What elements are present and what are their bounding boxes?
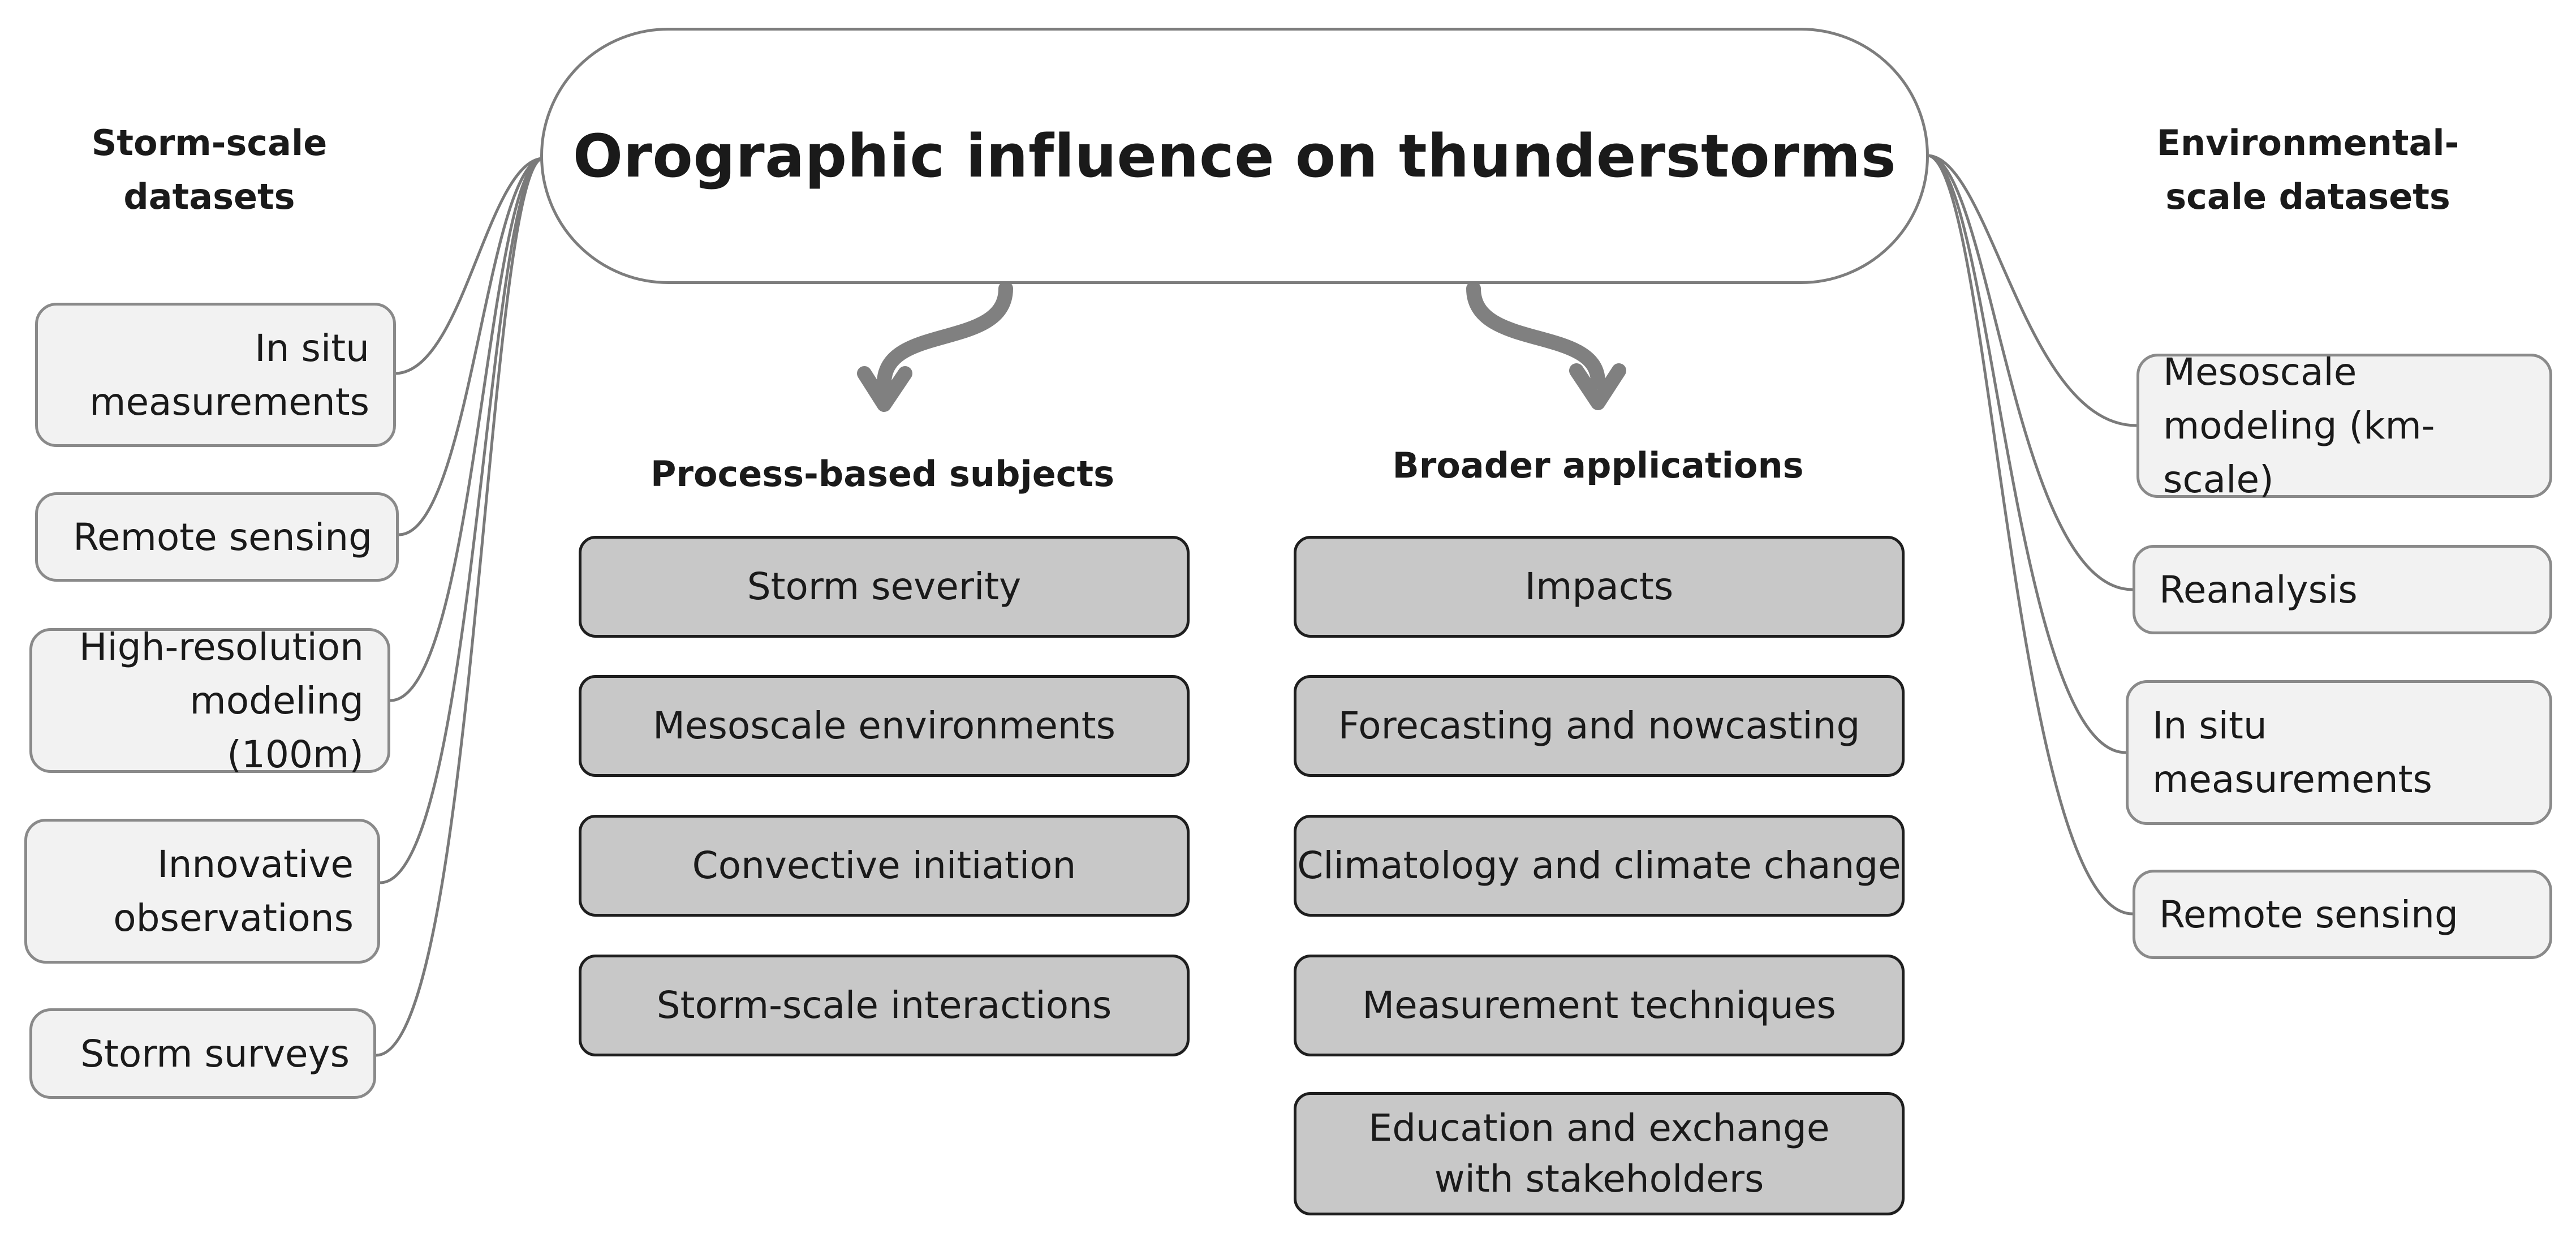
connector-left-4 xyxy=(380,157,542,884)
env-item-in-situ: In situ measurements xyxy=(2126,680,2552,825)
arrow-process-shaft xyxy=(876,281,1013,392)
process-heading: Process-based subjects xyxy=(650,453,1115,495)
connector-left-1 xyxy=(395,157,542,375)
applications-heading: Broader applications xyxy=(1392,445,1804,486)
env-item-remote-sensing: Remote sensing xyxy=(2133,870,2552,959)
connector-left-5 xyxy=(376,157,543,1057)
application-item-measurement-techniques: Measurement techniques xyxy=(1294,955,1905,1056)
application-item-forecasting: Forecasting and nowcasting xyxy=(1294,675,1905,777)
process-item-mesoscale-environments: Mesoscale environments xyxy=(579,675,1190,777)
env-item-mesoscale-modeling: Mesoscale modeling (km-scale) xyxy=(2136,350,2552,501)
connector-right-4 xyxy=(1928,154,2133,916)
connector-left-3 xyxy=(390,157,542,702)
process-item-storm-severity: Storm severity xyxy=(579,536,1190,638)
storm-item-in-situ: In situ measurements xyxy=(35,303,396,447)
storm-item-innovative-observations: Innovative observations xyxy=(24,819,380,964)
storm-item-storm-surveys: Storm surveys xyxy=(29,1008,376,1099)
application-item-education: Education and exchange with stakeholders xyxy=(1294,1092,1905,1215)
connector-right-2 xyxy=(1928,154,2133,591)
storm-scale-heading: Storm-scale datasets xyxy=(91,122,328,217)
title-pill: Orographic influence on thunderstorms xyxy=(540,28,1929,284)
env-item-reanalysis: Reanalysis xyxy=(2133,545,2552,634)
arrow-process-head xyxy=(857,366,912,412)
storm-item-remote-sensing: Remote sensing xyxy=(35,492,399,582)
arrow-applications-head xyxy=(1569,363,1626,410)
connector-left-2 xyxy=(398,157,542,536)
connector-right-1 xyxy=(1928,154,2137,427)
storm-item-high-resolution-modeling: High-resolution modeling (100m) xyxy=(29,625,390,776)
application-item-climatology: Climatology and climate change xyxy=(1294,815,1905,917)
diagram-title: Orographic influence on thunderstorms xyxy=(572,121,1897,191)
process-item-convective-initiation: Convective initiation xyxy=(579,815,1190,917)
arrow-applications-shaft xyxy=(1466,281,1605,389)
application-item-impacts: Impacts xyxy=(1294,536,1905,638)
environmental-scale-heading: Environmental-scale datasets xyxy=(2156,122,2459,217)
connector-right-3 xyxy=(1928,154,2126,754)
process-item-storm-scale-interactions: Storm-scale interactions xyxy=(579,955,1190,1056)
